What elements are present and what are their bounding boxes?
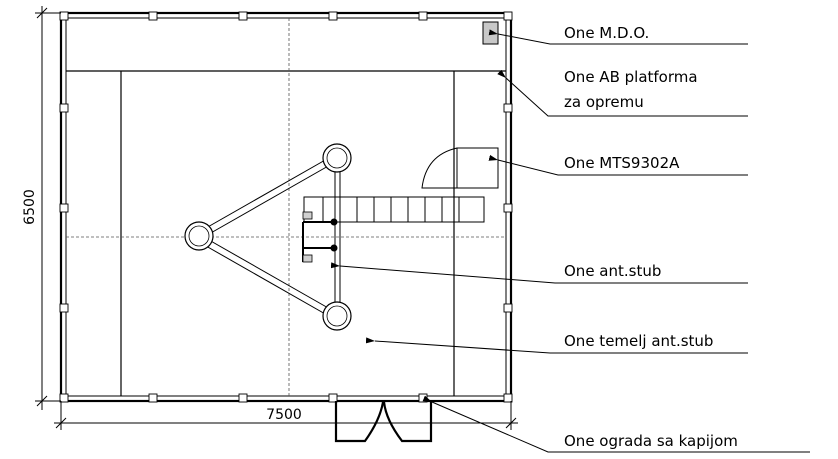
foundation-top [322,143,352,173]
mdo-box [482,21,499,45]
dimension-height [35,6,61,410]
label-platform-line2: za opremu [564,93,644,111]
foundation-left [184,221,214,251]
callout-leaders [330,29,810,453]
foundation-bottom [322,301,352,331]
label-mts: One MTS9302A [564,154,680,172]
fence-posts [59,11,513,403]
mts-cabinet [421,147,499,189]
centerlines [66,18,506,396]
guy-wires [198,154,341,320]
label-platform-line1: One AB platforma [564,68,698,86]
label-fence: One ograda sa kapijom [564,432,738,450]
width-label: 7500 [266,407,302,423]
dimension-width [54,401,518,430]
cable-tray [303,196,485,223]
height-label: 6500 [22,189,38,225]
label-stub: One ant.stub [564,262,661,280]
label-foundation: One temelj ant.stub [564,332,713,350]
equipment-platform [66,70,506,396]
gate [334,401,433,443]
label-mdo: One M.D.O. [564,24,649,42]
